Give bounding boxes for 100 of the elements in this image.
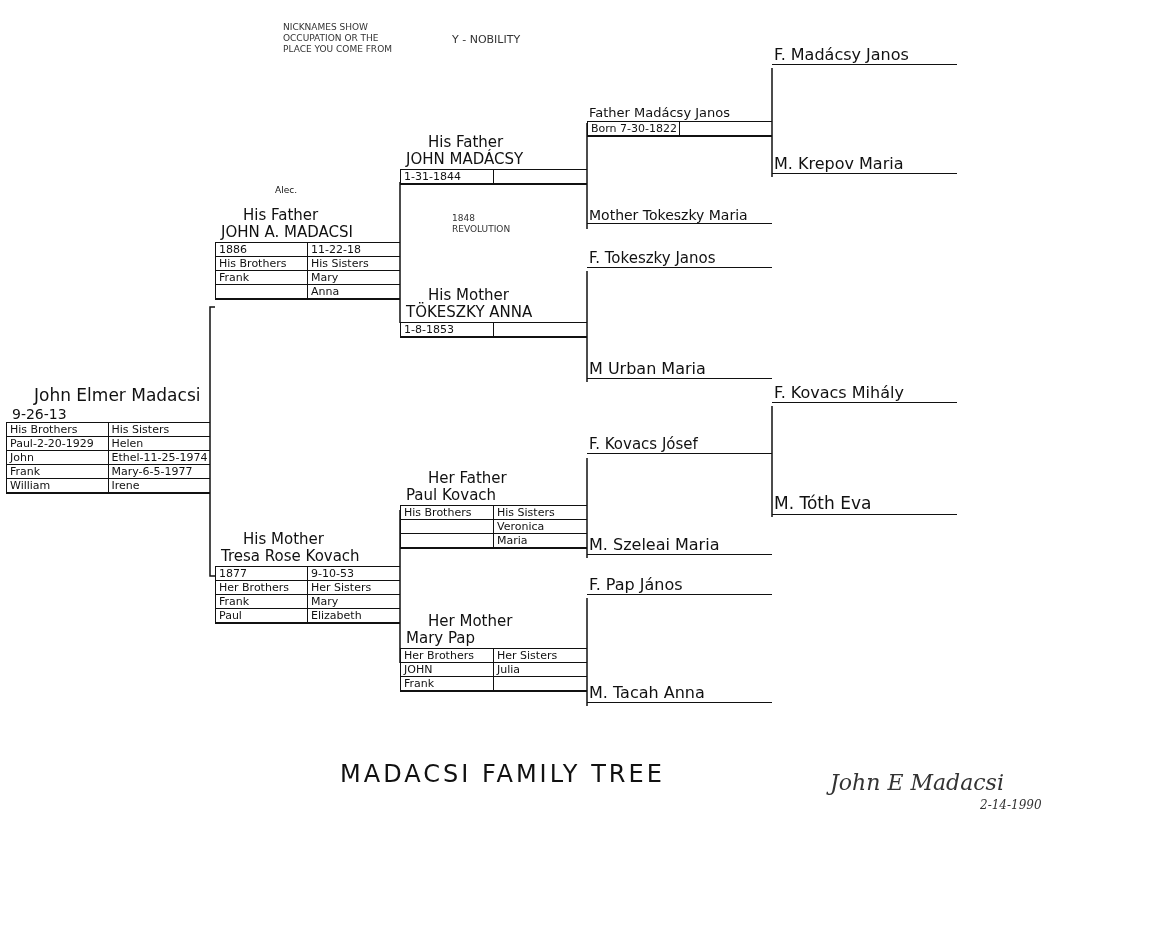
tree-connector <box>399 181 401 308</box>
person-name: M. Tacah Anna <box>588 684 706 703</box>
family-entry: 9-10-53 <box>308 566 400 581</box>
person-entry <box>400 613 587 692</box>
relation-heading: His Mother <box>242 531 325 549</box>
person-entry <box>6 386 210 494</box>
family-entry: His Sisters <box>308 256 400 271</box>
family-entry: 1877 <box>216 566 308 581</box>
tree-connector <box>771 122 773 178</box>
person-entry <box>587 576 772 596</box>
person-entry <box>587 436 772 455</box>
family-entry: Veronica <box>494 519 587 534</box>
family-entry: His Sisters <box>108 422 210 437</box>
person-entry <box>400 134 587 185</box>
family-entry: His Brothers <box>401 505 494 520</box>
family-entry: Frank <box>401 676 494 691</box>
person-name: F. Pap János <box>588 576 684 595</box>
family-entry: Irene <box>108 478 210 493</box>
tree-connector <box>586 181 588 230</box>
diagram-title: MADACSI FAMILY TREE <box>340 760 665 788</box>
relation-heading: Her Father <box>427 470 508 488</box>
family-entry: William <box>7 478 109 493</box>
person-name: Mother Tokeszky Maria <box>588 207 749 224</box>
person-entry <box>587 684 772 704</box>
handwritten-note: Y - NOBILITY <box>452 33 522 47</box>
tree-connector <box>771 405 773 459</box>
person-name: F. Madácsy Janos <box>773 46 910 65</box>
tree-connector <box>209 306 216 434</box>
person-entry <box>587 106 772 137</box>
family-entry: Ethel-11-25-1974 <box>108 450 210 465</box>
relation-heading: His Mother <box>428 287 510 304</box>
tree-connector <box>586 270 588 324</box>
relation-heading: His Father <box>242 207 320 225</box>
person-name: JOHN MADÁCSY <box>404 151 525 169</box>
family-entry: Maria <box>494 533 587 548</box>
family-entry: Her Sisters <box>308 580 400 595</box>
tree-connector <box>399 509 401 577</box>
person-name: Father Madácsy Janos <box>588 106 731 121</box>
family-entry: Mary <box>308 594 400 609</box>
person-name: F. Kovacs Mihály <box>773 384 905 403</box>
person-name: M Urban Maria <box>588 360 707 379</box>
family-entry: Frank <box>216 594 308 609</box>
person-entry <box>587 250 772 269</box>
tree-connector <box>586 597 588 664</box>
family-entry: Helen <box>108 436 210 451</box>
family-entry: Her Brothers <box>216 580 308 595</box>
tree-connector <box>586 122 588 183</box>
person-entry <box>772 155 957 175</box>
person-entry <box>400 470 587 549</box>
family-entry: Paul <box>216 608 308 623</box>
person-entry <box>772 384 957 404</box>
family-entry: JOHN <box>401 662 494 677</box>
relation-heading: John Elmer Madacsi <box>32 386 202 406</box>
person-name: Tresa Rose Kovach <box>220 548 361 566</box>
person-entry <box>587 536 772 556</box>
person-name: 9-26-13 <box>11 405 68 422</box>
family-entry: Anna <box>308 284 400 299</box>
tree-connector <box>771 457 773 518</box>
tree-connector <box>586 322 588 383</box>
person-entry <box>772 46 957 66</box>
tree-connector <box>586 509 588 559</box>
family-entry: Mary-6-5-1977 <box>108 464 210 479</box>
family-entry: Born 7-30-1822 <box>588 121 680 136</box>
person-name: M. Krepov Maria <box>773 155 905 174</box>
family-entry: Her Brothers <box>401 648 494 663</box>
person-name: F. Kovacs Jósef <box>588 436 699 454</box>
family-entry: His Brothers <box>216 256 308 271</box>
family-entry: 11-22-18 <box>308 242 400 257</box>
family-entry: Frank <box>7 464 109 479</box>
family-entry: Paul-2-20-1929 <box>7 436 109 451</box>
tree-connector <box>209 432 216 577</box>
tree-connector <box>586 457 588 511</box>
person-name: M. Szeleai Maria <box>588 536 721 555</box>
family-entry: John <box>7 450 109 465</box>
family-entry: His Brothers <box>7 422 109 437</box>
person-name: M. Tóth Eva <box>773 494 873 514</box>
family-entry: 1-8-1853 <box>401 322 494 337</box>
person-name: F. Tokeszky Janos <box>588 250 717 268</box>
family-entry: Julia <box>494 662 587 677</box>
family-entry: 1886 <box>216 242 308 257</box>
signature-text: 2-14-1990 <box>980 798 1043 813</box>
person-name: Mary Pap <box>405 630 477 648</box>
handwritten-note: NICKNAMES SHOW OCCUPATION OR THE PLACE YOU COME FROM <box>283 22 393 55</box>
person-entry <box>587 360 772 380</box>
person-name: Paul Kovach <box>405 487 498 505</box>
person-name: JOHN A. MADACSI <box>219 224 354 242</box>
tree-connector <box>586 662 588 707</box>
tree-connector <box>771 67 773 124</box>
handwritten-note: 1848 REVOLUTION <box>452 213 512 235</box>
family-entry: Her Sisters <box>494 648 587 663</box>
person-entry <box>772 494 957 515</box>
tree-connector <box>399 575 401 664</box>
person-name: TÖKESZKY ANNA <box>405 304 534 322</box>
person-entry <box>400 287 587 338</box>
family-entry: His Sisters <box>494 505 587 520</box>
person-entry <box>587 207 772 225</box>
person-entry <box>215 531 400 624</box>
family-entry: Elizabeth <box>308 608 400 623</box>
family-entry: Mary <box>308 270 400 285</box>
side-note: Alec. <box>275 185 297 195</box>
